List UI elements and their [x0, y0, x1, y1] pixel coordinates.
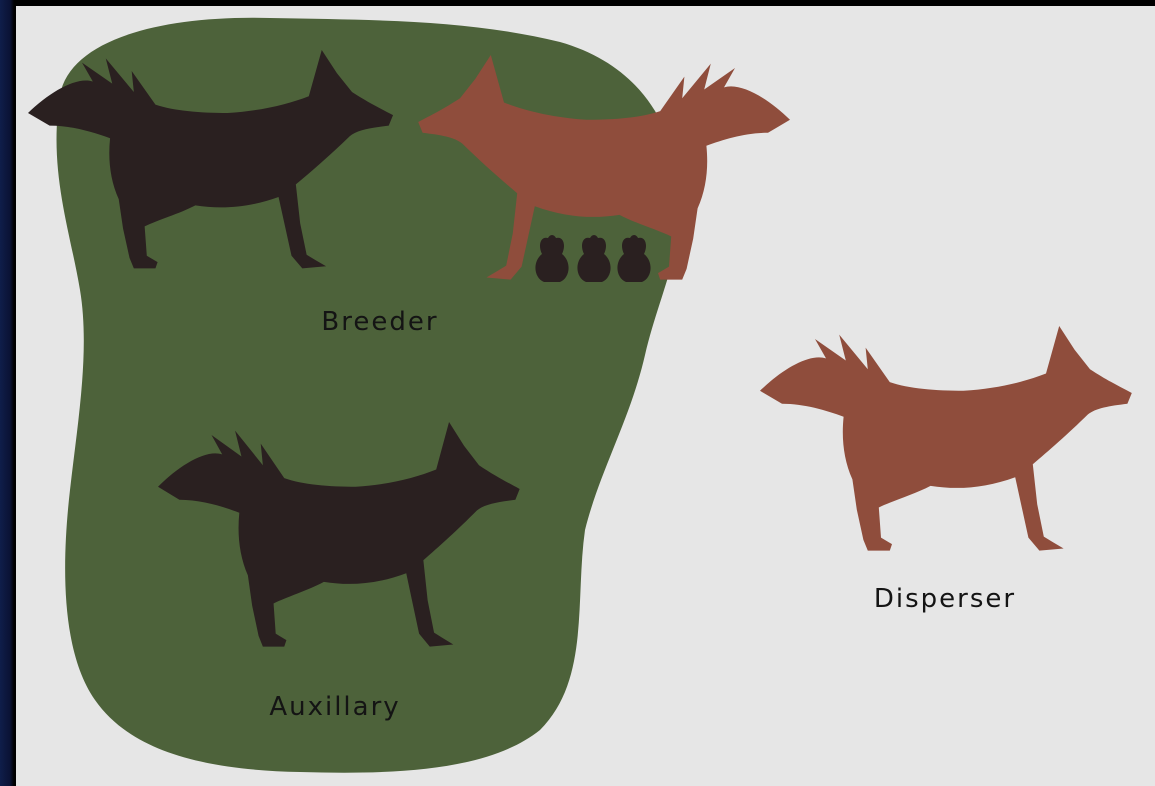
auxiliary-label: Auxillary: [269, 692, 400, 722]
disperser-dog-icon: [760, 326, 1132, 551]
breeder-label: Breeder: [321, 307, 438, 337]
disperser-label: Disperser: [874, 584, 1016, 614]
